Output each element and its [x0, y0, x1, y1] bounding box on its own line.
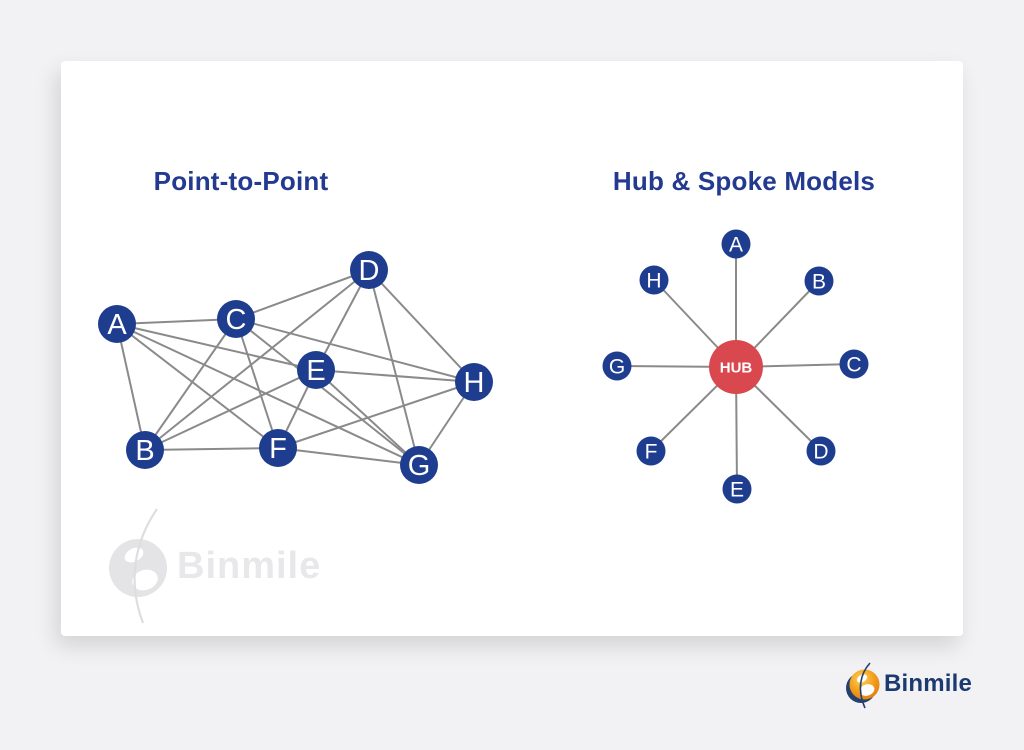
spoke-node-label-H: H — [646, 270, 661, 293]
p2p-node-label-G: G — [408, 450, 431, 482]
p2p-node-G — [400, 446, 438, 484]
spoke-node-H — [639, 265, 669, 295]
p2p-edge-A-B — [116, 323, 146, 451]
spoke-node-label-E: E — [730, 479, 744, 502]
spoke-node-label-G: G — [609, 356, 625, 379]
p2p-node-C — [217, 300, 255, 338]
p2p-node-label-H: H — [464, 367, 485, 399]
p2p-node-label-F: F — [269, 433, 287, 465]
binmile-logo-icon — [846, 662, 880, 709]
spoke-node-G — [602, 351, 632, 381]
p2p-edge-F-G — [277, 447, 420, 466]
hub-node-label: HUB — [720, 360, 753, 377]
p2p-edge-B-D — [144, 269, 370, 451]
p2p-node-F — [259, 429, 297, 467]
spoke-node-label-C: C — [846, 354, 861, 377]
spoke-node-A — [721, 229, 751, 259]
p2p-edge-B-C — [144, 318, 237, 451]
p2p-edge-A-F — [116, 323, 279, 449]
spoke-node-B — [804, 266, 834, 296]
p2p-node-label-E: E — [306, 355, 325, 387]
diagram-card: Point-to-Point Hub & Spoke Models A B C D E F… — [61, 61, 963, 636]
point-to-point-title: Point-to-Point — [153, 166, 329, 196]
p2p-edge-C-G — [235, 318, 420, 466]
spoke-node-E — [722, 474, 752, 504]
hub-node — [709, 340, 763, 394]
p2p-edge-F-H — [277, 381, 475, 449]
p2p-node-D — [350, 251, 388, 289]
footer-brand: Binmile — [840, 662, 1010, 710]
spoke-node-label-D: D — [813, 441, 828, 464]
p2p-node-E — [297, 351, 335, 389]
p2p-node-label-A: A — [107, 309, 127, 341]
p2p-edge-C-H — [235, 318, 475, 383]
p2p-edge-A-G — [116, 323, 420, 466]
p2p-node-label-D: D — [359, 255, 380, 287]
p2p-node-A — [98, 305, 136, 343]
p2p-edge-C-D — [235, 269, 370, 320]
p2p-edge-D-H — [368, 269, 475, 383]
footer-brand-name: Binmile — [884, 670, 973, 697]
hub-spoke-title: Hub & Spoke Models — [612, 166, 876, 196]
p2p-edge-A-C — [116, 318, 237, 325]
p2p-edge-B-F — [144, 447, 279, 451]
spoke-node-label-A: A — [729, 234, 743, 257]
p2p-edge-B-E — [144, 369, 317, 451]
network-diagrams-canvas: A B C D E F G H A B C D E F G H HUB — [98, 229, 869, 504]
spoke-node-F — [636, 436, 666, 466]
p2p-node-B — [126, 431, 164, 469]
p2p-edge-D-G — [368, 269, 420, 466]
p2p-node-label-B: B — [135, 435, 154, 467]
spoke-node-label-F: F — [645, 441, 658, 464]
spoke-node-label-B: B — [812, 271, 826, 294]
spoke-node-C — [839, 349, 869, 379]
p2p-edge-E-H — [315, 369, 475, 383]
p2p-node-label-C: C — [226, 304, 247, 336]
spoke-node-D — [806, 436, 836, 466]
p2p-node-H — [455, 363, 493, 401]
p2p-edge-C-F — [235, 318, 279, 449]
